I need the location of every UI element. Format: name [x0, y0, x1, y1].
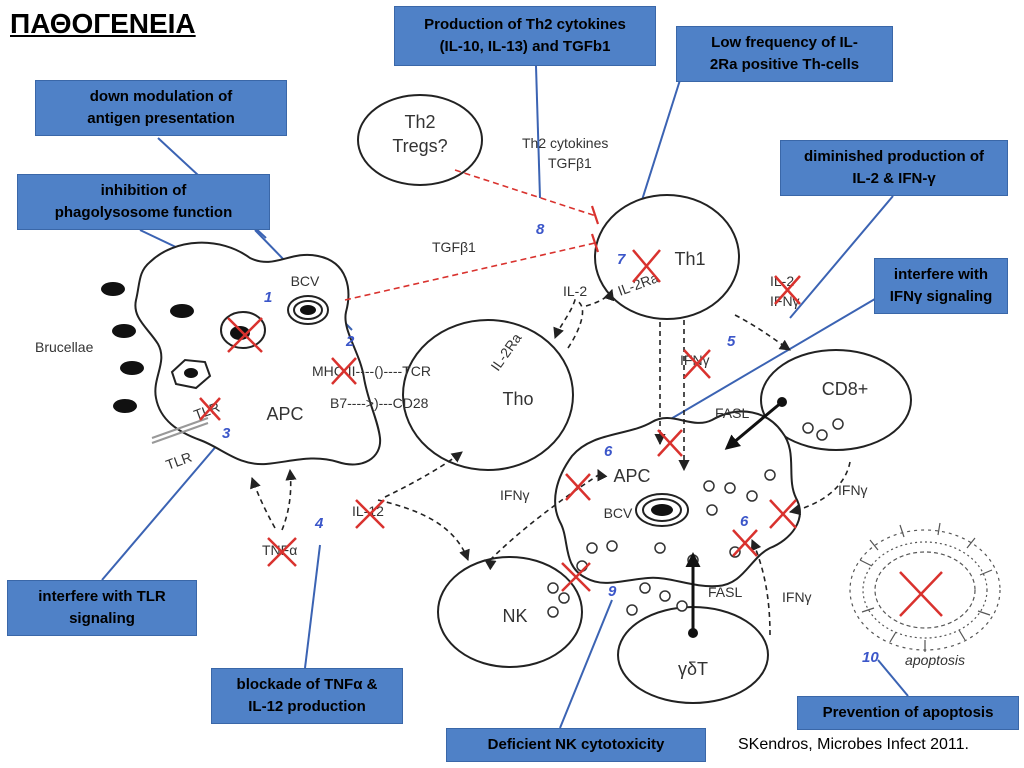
- callout-phagolysosome: inhibition of phagolysosome function: [17, 174, 270, 230]
- callout-line: antigen presentation: [87, 110, 235, 127]
- th1-label: Th1: [674, 249, 705, 269]
- th1-cell: [594, 194, 740, 320]
- callout-line: Deficient NK cytotoxicity: [487, 736, 665, 753]
- callout-line: Low frequency of IL-: [711, 34, 858, 51]
- fasl-gdt-label: FASL: [708, 584, 742, 600]
- callout-line: (IL-10, IL-13) and TGFb1: [439, 38, 611, 55]
- callout-connectors: [101, 65, 909, 729]
- tregs-label: Tregs?: [392, 136, 447, 156]
- callout-line: Prevention of apoptosis: [822, 704, 994, 721]
- brucellae-bacteria: [101, 282, 194, 413]
- apoptotic-cell: [849, 522, 1001, 652]
- callout-line: diminished production of: [804, 148, 984, 165]
- gdt-label: γδT: [678, 659, 708, 679]
- callout-line: inhibition of: [100, 182, 187, 199]
- cd8-granules: [802, 418, 844, 441]
- dashed-arrows-left: [484, 559, 497, 571]
- brucellae-label: Brucellae: [35, 339, 94, 355]
- inhibition-lines: [344, 169, 597, 301]
- callout-ifn-signaling: interfere with IFNγ signaling: [874, 258, 1008, 314]
- step-number-2: 2: [345, 333, 355, 350]
- tlr-label: TLR: [164, 449, 194, 473]
- page-title: ΠΑΘΟΓΕΝΕΙΑ: [10, 8, 196, 39]
- ifng-cd8-label: IFNγ: [838, 482, 868, 498]
- callout-line: IL-12 production: [248, 698, 366, 715]
- tho-cell: [402, 319, 574, 471]
- step-number-6b: 6: [740, 513, 749, 530]
- apc-right-label: APC: [613, 466, 650, 486]
- tgfb1-label: TGFβ1: [432, 239, 476, 255]
- step-number-5: 5: [727, 333, 736, 350]
- block-crosses: [199, 249, 943, 617]
- step-number-7: 7: [617, 251, 626, 268]
- callout-line: signaling: [69, 610, 135, 627]
- cd8-cell: [760, 349, 912, 451]
- callout-apoptosis: Prevention of apoptosis: [797, 696, 1019, 730]
- tgfb1-top-label: TGFβ1: [548, 155, 592, 171]
- ifng-left-label: IFNγ: [500, 487, 530, 503]
- callout-line: IL-2 & IFN-γ: [852, 170, 936, 187]
- th2-cell: [357, 94, 483, 186]
- callout-line: blockade of TNFα &: [236, 676, 378, 693]
- apc-left-label: APC: [266, 404, 303, 424]
- step-number-1: 1: [264, 289, 272, 306]
- step-number-4: 4: [314, 515, 324, 532]
- step-number-8: 8: [536, 221, 545, 238]
- step-number-3: 3: [222, 425, 231, 442]
- callout-line: interfere with TLR: [38, 588, 166, 605]
- fasl-arrows: [685, 400, 783, 633]
- callout-line: phagolysosome function: [54, 204, 233, 221]
- step-number-10: 10: [862, 649, 879, 666]
- inhibition-bars: [590, 205, 600, 253]
- tlr-receptor: [151, 417, 209, 444]
- th2-label: Th2: [404, 112, 435, 132]
- callout-th2-cytokines: Production of Th2 cytokines (IL-10, IL-1…: [394, 6, 656, 66]
- ifng-out-label: IFNγ: [770, 293, 800, 309]
- callout-line: interfere with: [893, 266, 989, 283]
- mhc-tcr-label: MHC II----()----TCR: [312, 363, 431, 379]
- callout-line: down modulation of: [89, 88, 233, 105]
- dashed-arrows: [250, 288, 851, 636]
- bcv-right-label: BCV: [604, 505, 633, 521]
- apoptosis-label: apoptosis: [905, 652, 965, 668]
- callout-il2ra: Low frequency of IL- 2Ra positive Th-cel…: [676, 26, 893, 82]
- callout-line: 2Ra positive Th-cells: [709, 56, 860, 73]
- bcv-left-label: BCV: [291, 273, 320, 289]
- nk-cell: [437, 556, 583, 668]
- callout-line: IFNγ signaling: [889, 288, 993, 305]
- callout-antigen-presentation: down modulation of antigen presentation: [35, 80, 287, 136]
- th2-cytokines-label: Th2 cytokines: [522, 135, 608, 151]
- step-number-9: 9: [608, 583, 617, 600]
- cd8-label: CD8+: [822, 379, 869, 399]
- callout-line: Production of Th2 cytokines: [424, 16, 626, 33]
- il2-label: IL-2: [563, 283, 587, 299]
- callout-nk-cytotoxicity: Deficient NK cytotoxicity: [446, 728, 706, 762]
- nk-granules: [547, 582, 570, 618]
- citation: SKendros, Microbes Infect 2011.: [738, 736, 969, 753]
- callout-il2-ifn: diminished production of IL-2 & IFN-γ: [780, 140, 1008, 196]
- fasl-cd8-label: FASL: [715, 405, 749, 421]
- tho-label: Tho: [502, 389, 533, 409]
- b7-cd28-label: B7---->)---CD28: [330, 395, 429, 411]
- callout-tnf-blockade: blockade of TNFα & IL-12 production: [211, 668, 403, 724]
- callout-tlr-signaling: interfere with TLR signaling: [7, 580, 197, 636]
- ifng-gdt-label: IFNγ: [782, 589, 812, 605]
- step-number-6a: 6: [604, 443, 613, 460]
- nk-label: NK: [502, 606, 527, 626]
